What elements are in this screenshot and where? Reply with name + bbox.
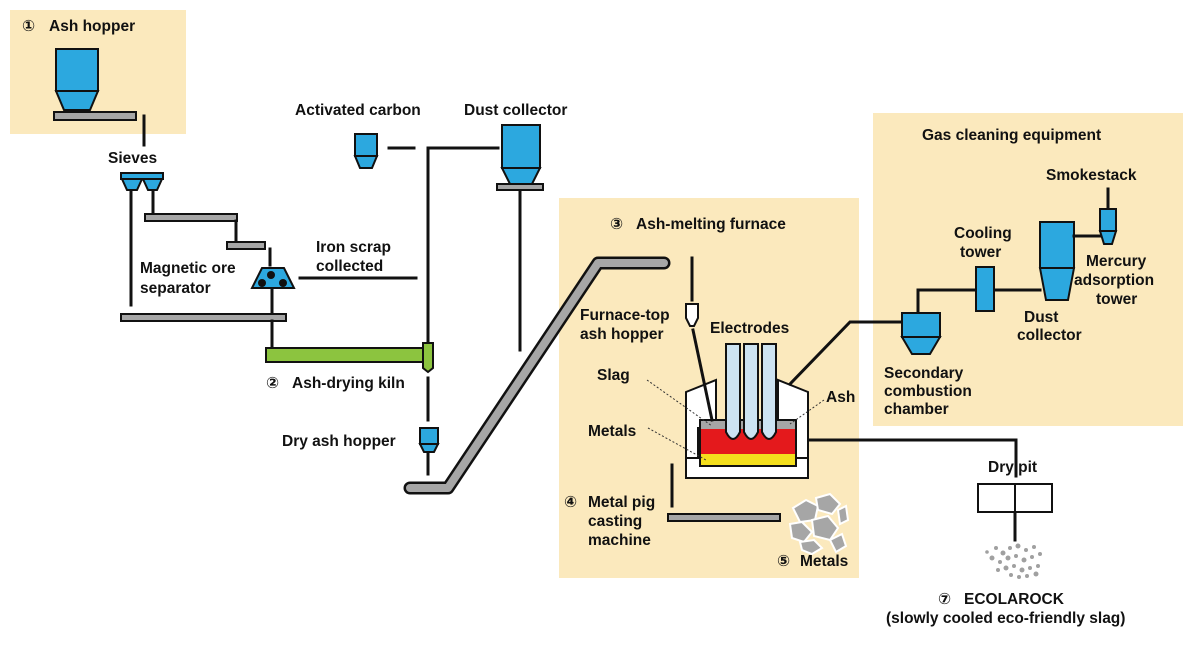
sieves-label: Sieves (108, 150, 157, 167)
secondary-combustion-chamber (900, 312, 942, 355)
ecolarock-sub-label: (slowly cooled eco-friendly slag) (886, 610, 1125, 627)
metals-leader (647, 427, 707, 461)
cooling-tower-label-2: tower (960, 244, 1001, 261)
furnace-top-hopper-label-2: ash hopper (580, 326, 664, 343)
slag-label: Slag (597, 367, 630, 384)
magnetic-separator-label-1: Magnetic ore (140, 260, 236, 277)
slag-tap-line (808, 438, 1018, 478)
kiln-outlet (422, 342, 434, 374)
gas-cleaning-label: Gas cleaning equipment (922, 127, 1101, 144)
dust-collector-top-label: Dust collector (464, 102, 567, 119)
slag-leader (646, 379, 713, 427)
metal-pig-label-2: casting (588, 513, 642, 530)
electrodes-label: Electrodes (710, 320, 789, 337)
magnetic-separator-label-2: separator (140, 280, 211, 297)
mercury-label-3: tower (1096, 291, 1137, 308)
ash-drying-kiln-label: Ash-drying kiln (292, 375, 405, 392)
kiln-feed-conveyor (120, 313, 287, 322)
secondary-combustion-label-2: combustion (884, 383, 972, 400)
ash-hopper (53, 48, 137, 121)
mercury-label-2: adsorption (1074, 272, 1154, 289)
connector-line (426, 146, 500, 344)
ash-hopper-label: Ash hopper (49, 18, 135, 35)
gas-cleaning-panel (873, 113, 1183, 426)
iron-scrap-label-2: collected (316, 258, 383, 275)
cooling-tower-label-1: Cooling (954, 225, 1012, 242)
sieves (120, 172, 164, 191)
ash-drying-kiln (265, 347, 425, 363)
furnace-feed-line (691, 328, 714, 422)
ecolarock-label: ECOLAROCK (964, 591, 1065, 608)
dust-collector-gas (1038, 221, 1076, 301)
electrode-1 (725, 343, 741, 440)
secondary-combustion-label-1: Secondary (884, 365, 964, 382)
ash-leader (789, 399, 825, 425)
smokestack-label: Smokestack (1046, 167, 1137, 184)
iron-scrap-label-1: Iron scrap (316, 239, 391, 256)
bucket-conveyor-inner (406, 259, 668, 492)
dry-ash-hopper-label: Dry ash hopper (282, 433, 396, 450)
furnace-top-hopper-label-1: Furnace-top (580, 307, 670, 324)
separator-feed-conveyor (226, 241, 266, 250)
mercury-label-1: Mercury (1086, 253, 1147, 270)
metals-pile (788, 492, 850, 556)
mercury-adsorption-tower (1098, 208, 1118, 245)
dry-ash-hopper (418, 427, 440, 453)
sieves-conveyor (144, 213, 238, 222)
dry-pit-label: Dry pit (988, 459, 1037, 476)
flue-gas-duct (787, 320, 902, 387)
ecolarock-granules (985, 543, 1042, 579)
furnace-top-ash-hopper (685, 303, 699, 327)
secondary-combustion-label-3: chamber (884, 401, 949, 418)
cooling-tower (975, 266, 995, 312)
metals-layer-label: Metals (588, 423, 636, 440)
ecolarock-number: ⑦ (938, 591, 951, 608)
dust-collector-gas-label-1: Dust (1024, 309, 1058, 326)
dust-collector-top (496, 124, 544, 191)
metal-layer (700, 454, 796, 466)
electrodes (725, 343, 777, 440)
connector-line (916, 288, 978, 313)
ash-melting-furnace-number: ③ (610, 216, 623, 233)
dust-collector-gas-label-2: collector (1017, 327, 1082, 344)
activated-carbon-label: Activated carbon (295, 102, 421, 119)
metal-pig-casting-machine (667, 513, 781, 522)
ash-hopper-number: ① (22, 18, 35, 35)
electrode-2 (743, 343, 759, 440)
ash-melting-furnace-label: Ash-melting furnace (636, 216, 786, 233)
metals-label: Metals (800, 553, 848, 570)
metals-number: ⑤ (777, 553, 790, 570)
magnetic-ore-separator (250, 267, 296, 289)
metal-pig-number: ④ (564, 494, 577, 511)
ash-drying-kiln-number: ② (266, 375, 279, 392)
ash-label: Ash (826, 389, 855, 406)
metal-pig-label-3: machine (588, 532, 651, 549)
metal-pig-label-1: Metal pig (588, 494, 655, 511)
activated-carbon-hopper (353, 133, 379, 169)
electrode-3 (761, 343, 777, 440)
